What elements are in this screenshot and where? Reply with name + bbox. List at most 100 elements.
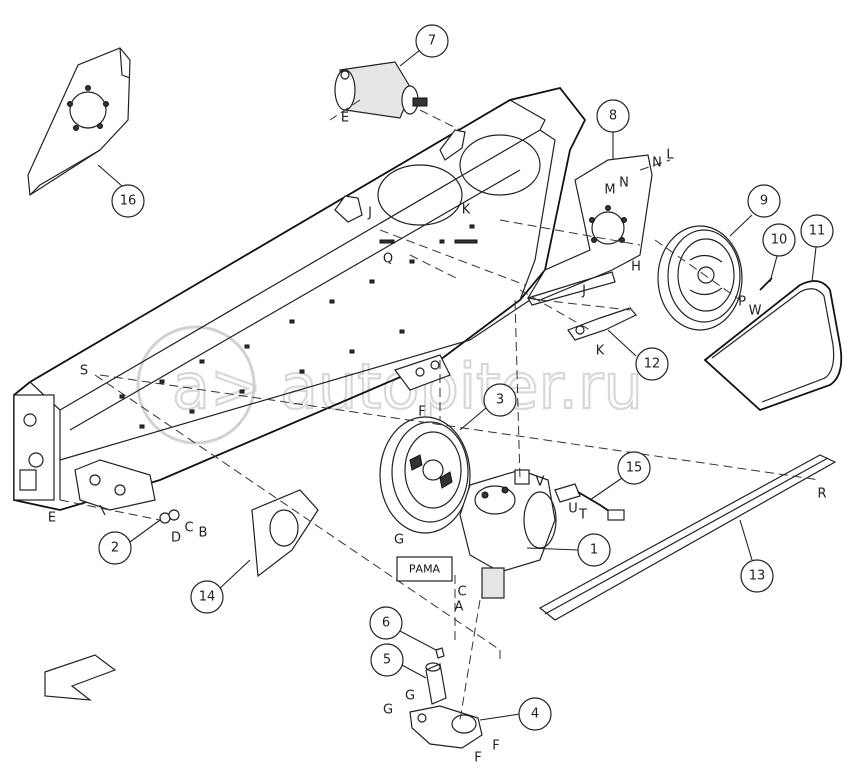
- callout-15-label: 15: [626, 461, 643, 476]
- part-1-gearbox: [459, 469, 557, 599]
- drive-pulley-rim: [391, 421, 469, 523]
- mount-hole-2: [430, 360, 440, 370]
- callout-16-label: 16: [120, 194, 137, 209]
- letter-G-lower: G: [405, 689, 415, 704]
- callout-14-label: 14: [199, 590, 216, 605]
- callout-1-label: 1: [590, 543, 598, 558]
- callout-14: [190, 580, 224, 614]
- callout-6-label: 6: [382, 616, 390, 631]
- frame-tab: [334, 195, 363, 223]
- pulley-hub: [697, 266, 715, 284]
- callout-11-label: 11: [809, 224, 826, 239]
- hitch-pin: [99, 504, 106, 516]
- callout-9: [747, 184, 781, 218]
- drive-pulley-inner: [404, 431, 462, 509]
- hitch-plate: [74, 459, 156, 511]
- part-7-motor: [334, 61, 428, 119]
- callout-5: [370, 643, 404, 677]
- bushing: [425, 663, 447, 705]
- clamp-body: [409, 705, 483, 749]
- watermark-logo-ring: [136, 325, 256, 445]
- letter-J-top: J: [367, 206, 372, 221]
- callout-3-label: 3: [496, 393, 504, 408]
- part-5-bushing: [425, 662, 447, 705]
- callout-5-label: 5: [383, 653, 391, 668]
- watermark-logo-glyph: a>: [172, 350, 262, 423]
- direction-arrow-shape: [44, 654, 117, 701]
- hitch-hole: [89, 474, 101, 486]
- letter-M: M: [604, 183, 615, 198]
- end-plate-hole-2: [28, 452, 44, 468]
- letter-P: P: [738, 295, 746, 310]
- letter-H: H: [631, 260, 641, 275]
- gearbox-boss: [514, 469, 530, 485]
- callout-7: [415, 24, 449, 58]
- pulley-spokes: [689, 254, 723, 296]
- scraper-bar: [538, 454, 837, 621]
- hitch-hole-2: [114, 484, 126, 496]
- motor-shaft: [412, 97, 428, 107]
- frame-corner: [509, 99, 546, 131]
- callout-11: [800, 214, 834, 248]
- pulley-inner: [677, 238, 735, 312]
- letter-R: R: [817, 487, 826, 502]
- callout-3: [483, 383, 517, 417]
- letter-U: U: [568, 502, 578, 517]
- sensor-connector: [607, 509, 625, 521]
- mount-plate-flange: [527, 271, 616, 306]
- guard-plate: [251, 489, 319, 578]
- frame-outline: [13, 86, 587, 511]
- letter-F-top: F: [418, 405, 425, 420]
- main-frame: [13, 86, 587, 511]
- callout-16: [111, 184, 145, 218]
- frame-tag: РАМА: [396, 556, 453, 582]
- callout-1: [577, 533, 611, 567]
- part-6-nipple: [435, 647, 445, 659]
- scraper-edge: [544, 457, 829, 615]
- part-9-pulley: [657, 225, 743, 331]
- shield-plate: [27, 47, 131, 197]
- letter-J-right: J: [581, 284, 586, 299]
- part-3-pulley: [379, 416, 471, 534]
- shield-flange: [29, 149, 101, 196]
- frame-lower-rail: [59, 299, 531, 461]
- bracket: [567, 307, 637, 341]
- frame-tag-text: РАМА: [409, 563, 441, 576]
- pulley-rim: [667, 229, 741, 323]
- callout-9-label: 9: [760, 194, 768, 209]
- letter-F-b2: F: [474, 751, 481, 766]
- guard-hole: [269, 509, 299, 547]
- drive-pulley-hub: [422, 459, 444, 481]
- callout-8: [596, 99, 630, 133]
- callout-6: [369, 606, 403, 640]
- callout-12-label: 12: [644, 357, 661, 372]
- end-plate: [13, 394, 55, 501]
- frame-upper-edge: [69, 169, 521, 431]
- callout-2: [98, 531, 132, 565]
- callout-7-label: 7: [428, 34, 436, 49]
- callout-10-label: 10: [771, 233, 788, 248]
- part-13-scraper: [538, 454, 837, 621]
- part-12-bracket: [567, 307, 637, 341]
- letter-D: D: [171, 531, 181, 546]
- watermark: a> autopiter.ru: [136, 325, 644, 445]
- callout-10: [762, 223, 796, 257]
- callout-8-label: 8: [609, 109, 617, 124]
- letter-A: A: [455, 600, 464, 615]
- letter-N-mid: N: [619, 176, 629, 191]
- direction-arrow: [44, 654, 117, 701]
- end-plate-hole: [23, 413, 37, 427]
- washer-2: [168, 509, 180, 521]
- callout-13-label: 13: [749, 569, 766, 584]
- assembly-lines: [59, 99, 821, 721]
- callout-13: [740, 559, 774, 593]
- letter-K-bottom: K: [596, 344, 605, 359]
- sensor-head: [554, 483, 581, 503]
- frame-slots: [119, 224, 478, 429]
- part-8-plate: [527, 154, 653, 306]
- frame-cutout-2: [377, 164, 463, 226]
- part-15-sensor: [554, 483, 625, 521]
- frame-top-rail: [59, 129, 541, 411]
- letter-Q: Q: [383, 252, 393, 267]
